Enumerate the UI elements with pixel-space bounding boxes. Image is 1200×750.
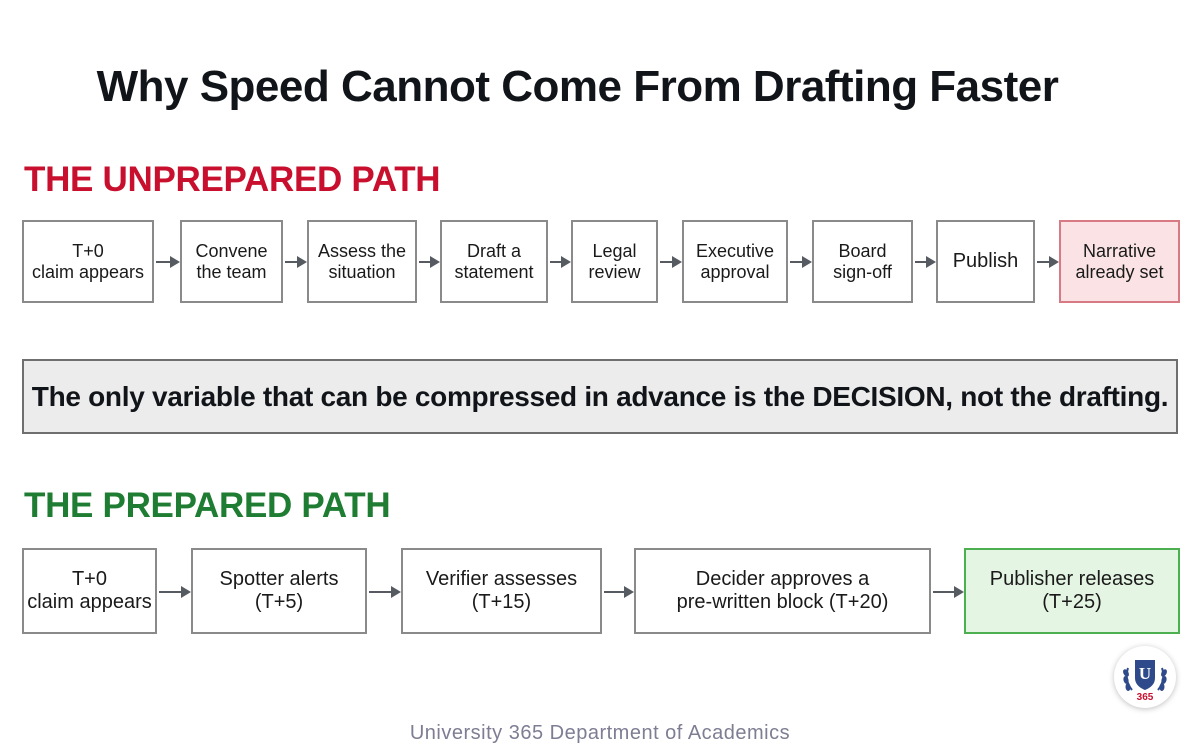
unprepared-step-narrative-set: Narrative already set — [1059, 220, 1180, 303]
prepared-step-decider-approves: Decider approves a pre-written block (T+… — [634, 548, 931, 634]
arrow-icon — [156, 256, 180, 268]
step-label: T+0 claim appears — [27, 568, 152, 613]
unprepared-step-convene-team: Convene the team — [180, 220, 283, 303]
arrow-icon — [285, 256, 307, 268]
unprepared-step-draft-statement: Draft a statement — [440, 220, 548, 303]
arrow-icon — [915, 256, 936, 268]
step-label: Publish — [952, 250, 1019, 272]
arrow-icon — [660, 256, 682, 268]
arrow-icon — [604, 586, 634, 598]
unprepared-step-executive-approval: Executive approval — [682, 220, 788, 303]
prepared-step-verifier-assesses: Verifier assesses (T+15) — [401, 548, 602, 634]
arrow-icon — [790, 256, 812, 268]
page-title: Why Speed Cannot Come From Drafting Fast… — [96, 62, 1059, 111]
university-logo: U 365 — [1114, 646, 1176, 708]
unprepared-step-claim-appears: T+0 claim appears — [22, 220, 154, 303]
step-label: Draft a statement — [454, 240, 534, 282]
arrow-icon — [419, 256, 440, 268]
key-insight-callout: The only variable that can be compressed… — [22, 359, 1178, 434]
unprepared-step-publish: Publish — [936, 220, 1035, 303]
step-label: Decider approves a pre-written block (T+… — [676, 568, 889, 613]
arrow-icon — [550, 256, 571, 268]
arrow-icon — [1037, 256, 1059, 268]
step-label: Spotter alerts (T+5) — [219, 568, 339, 613]
prepared-step-claim-appears: T+0 claim appears — [22, 548, 157, 634]
arrow-icon — [933, 586, 964, 598]
prepared-step-spotter-alerts: Spotter alerts (T+5) — [191, 548, 367, 634]
unprepared-path-heading: THE UNPREPARED PATH — [24, 160, 441, 199]
prepared-path-heading: THE PREPARED PATH — [24, 486, 391, 525]
unprepared-step-assess-situation: Assess the situation — [307, 220, 417, 303]
step-label: Legal review — [588, 240, 641, 282]
arrow-icon — [369, 586, 401, 598]
prepared-step-publisher-releases: Publisher releases (T+25) — [964, 548, 1180, 634]
arrow-icon — [159, 586, 191, 598]
step-label: T+0 claim appears — [31, 240, 145, 282]
logo-letter: U — [1139, 664, 1151, 683]
logo-number: 365 — [1137, 692, 1154, 703]
footer-credit: University 365 Department of Academics — [409, 722, 791, 744]
step-label: Board sign-off — [833, 240, 892, 282]
step-label: Convene the team — [195, 240, 268, 282]
unprepared-step-board-signoff: Board sign-off — [812, 220, 913, 303]
unprepared-step-legal-review: Legal review — [571, 220, 658, 303]
step-label: Executive approval — [695, 240, 775, 282]
step-label: Publisher releases (T+25) — [989, 568, 1155, 613]
step-label: Assess the situation — [317, 240, 407, 282]
step-label: Narrative already set — [1075, 240, 1164, 282]
step-label: Verifier assesses (T+15) — [425, 568, 578, 613]
laurel-shield-icon: U 365 — [1123, 660, 1167, 703]
